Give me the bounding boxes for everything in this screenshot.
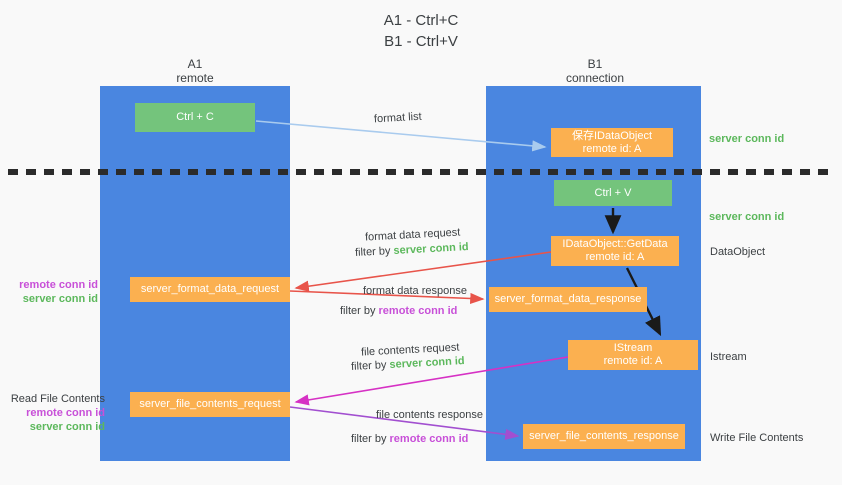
annotation-read-file-contents: Read File Contents bbox=[10, 393, 105, 405]
filter-value-remote-conn-id: remote conn id bbox=[389, 433, 469, 445]
node-server-file-contents-request-label: server_file_contents_request bbox=[139, 398, 281, 410]
column-b1-sub: connection bbox=[565, 71, 625, 85]
filter-prefix: filter by bbox=[354, 244, 394, 259]
annotation-remote-conn-id-1: remote conn id bbox=[19, 279, 98, 291]
annotation-write-file-contents: Write File Contents bbox=[710, 432, 804, 444]
annotation-remote-conn-id-2: remote conn id bbox=[26, 407, 105, 419]
node-server-format-data-response[interactable]: server_format_data_response bbox=[489, 287, 647, 312]
filter-value-remote-conn-id: remote conn id bbox=[378, 305, 458, 317]
annotation-server-conn-id-2: server conn id bbox=[29, 421, 105, 433]
node-server-format-data-request-label: server_format_data_request bbox=[140, 283, 280, 295]
annotation-server-conn-id-top: server conn id bbox=[709, 133, 785, 145]
node-getdata-label: IDataObject::GetData bbox=[562, 238, 668, 250]
annotation-left-conn-ids-1: remote conn id server conn id bbox=[10, 278, 98, 306]
edge-label-file-contents-response-filter: filter by remote conn id bbox=[351, 432, 468, 447]
node-ctrl-c[interactable]: Ctrl + C bbox=[135, 103, 255, 132]
title-line-1: A1 - Ctrl+C bbox=[383, 12, 459, 29]
column-a1-name: A1 bbox=[187, 57, 203, 71]
node-server-file-contents-response-label: server_file_contents_response bbox=[529, 430, 679, 442]
node-server-file-contents-request[interactable]: server_file_contents_request bbox=[130, 392, 290, 417]
filter-prefix: filter by bbox=[351, 433, 390, 445]
edge-label-file-contents-response: file contents response bbox=[376, 409, 484, 421]
node-ctrl-c-label: Ctrl + C bbox=[176, 111, 214, 123]
node-ctrl-v[interactable]: Ctrl + V bbox=[554, 180, 672, 206]
page-title: A1 - Ctrl+C B1 - Ctrl+V bbox=[0, 10, 842, 52]
node-ctrl-v-label: Ctrl + V bbox=[594, 186, 632, 199]
filter-value-server-conn-id: server conn id bbox=[389, 355, 465, 371]
annotation-server-conn-id-1: server conn id bbox=[22, 293, 98, 305]
node-save-idataobject-sub: remote id: A bbox=[582, 142, 642, 155]
node-save-idataobject[interactable]: 保存IDataObject remote id: A bbox=[551, 128, 673, 157]
phase-divider bbox=[8, 169, 834, 175]
edge-label-format-list: format list bbox=[373, 110, 422, 126]
filter-prefix: filter by bbox=[340, 305, 379, 317]
node-istream-label: IStream bbox=[613, 342, 653, 354]
node-istream-sub: remote id: A bbox=[603, 355, 663, 367]
edge-label-format-data-response-filter: filter by remote conn id bbox=[340, 304, 457, 319]
node-getdata-sub: remote id: A bbox=[585, 251, 645, 263]
column-a1-sub: remote bbox=[176, 71, 214, 85]
node-server-format-data-response-label: server_format_data_response bbox=[494, 293, 642, 305]
column-b1-name: B1 bbox=[587, 57, 603, 71]
node-save-idataobject-label: 保存IDataObject bbox=[571, 129, 653, 142]
annotation-dataobject: DataObject bbox=[710, 246, 766, 258]
node-idataobject-getdata[interactable]: IDataObject::GetData remote id: A bbox=[551, 236, 679, 266]
node-istream[interactable]: IStream remote id: A bbox=[568, 340, 698, 370]
column-header-a1: A1 remote bbox=[125, 57, 265, 85]
filter-value-server-conn-id: server conn id bbox=[393, 241, 469, 257]
edge-label-format-data-response: format data response bbox=[363, 285, 467, 297]
node-server-file-contents-response[interactable]: server_file_contents_response bbox=[523, 424, 685, 449]
title-line-2: B1 - Ctrl+V bbox=[384, 33, 458, 50]
annotation-istream: Istream bbox=[710, 351, 747, 363]
node-server-format-data-request[interactable]: server_format_data_request bbox=[130, 277, 290, 302]
annotation-left-conn-ids-2: Read File Contents remote conn id server… bbox=[10, 392, 105, 434]
filter-prefix: filter by bbox=[350, 358, 390, 373]
annotation-server-conn-id-mid: server conn id bbox=[709, 211, 785, 223]
column-header-b1: B1 connection bbox=[525, 57, 665, 85]
